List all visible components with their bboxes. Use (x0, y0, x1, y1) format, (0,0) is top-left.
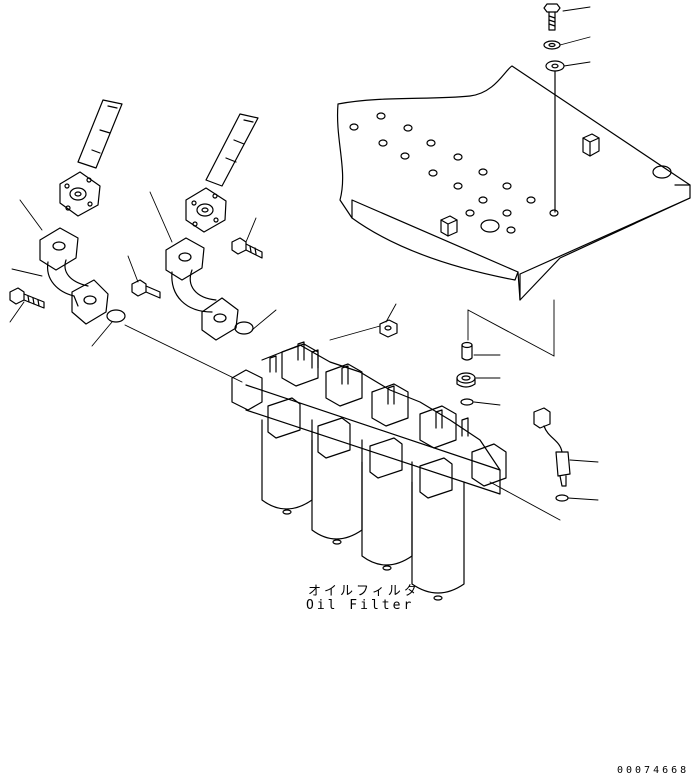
spacer (461, 341, 473, 361)
sensor-washer (555, 494, 569, 502)
hose-right (185, 113, 259, 233)
o-ring-right (234, 321, 254, 335)
drawing-number: 00074668 (617, 765, 690, 776)
nut-right (379, 319, 398, 338)
oil-filter-assembly (231, 341, 507, 601)
leader-lines (9, 6, 599, 521)
caption-english: Oil Filter (306, 598, 415, 613)
mounting-bracket (336, 65, 691, 301)
top-bolt-assembly (543, 3, 565, 213)
bolt-center (131, 279, 161, 299)
temperature-sensor (533, 407, 571, 487)
hose-left (59, 99, 123, 217)
grommet (456, 372, 476, 388)
elbow-pipe-left (39, 227, 109, 325)
o-ring-left (106, 309, 126, 323)
bolt-left (9, 287, 45, 309)
washer (460, 398, 474, 406)
caption-japanese: オイルフィルタ (308, 584, 420, 599)
elbow-pipe-right (165, 237, 239, 341)
bolt-upper (231, 237, 263, 259)
